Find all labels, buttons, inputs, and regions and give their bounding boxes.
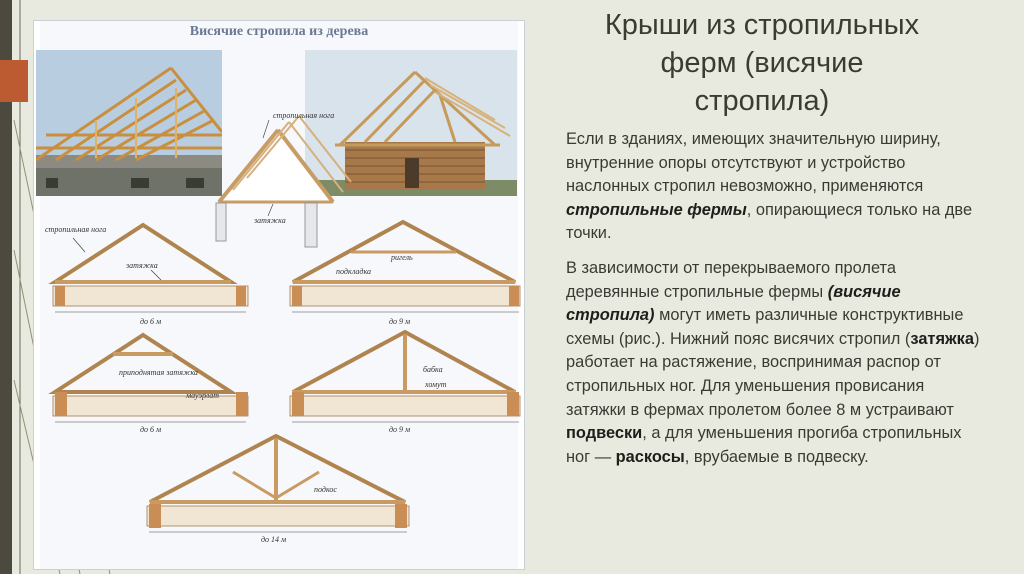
left-band <box>0 0 12 574</box>
label-clamp: хомут <box>424 380 447 389</box>
p2-text-c: могут иметь различные конструктивные схе… <box>566 306 964 348</box>
p2-term-hanging: (висячие стропила) <box>566 282 901 325</box>
truss-diagram-1: стропильная нога затяжка до 6 м <box>45 222 249 326</box>
truss-diagram-5: подкос до 14 м <box>146 433 410 544</box>
truss-diagrams: стропильная нога затяжка стропильная ног… <box>45 111 521 544</box>
slide-title: Крыши из стропильных ферм (висячие строп… <box>548 6 976 120</box>
label-crossbar: ригель <box>390 253 413 262</box>
label-rafter-leg-photo: стропильная нога <box>273 111 334 120</box>
truss-diagram-3: приподнятая затяжка мауэрлат до 6 м <box>48 332 249 434</box>
label-rafter-leg: стропильная нога <box>45 225 106 234</box>
p2-text-a: В зависимости от перекрываемого пролета … <box>566 258 896 301</box>
truss-3d-sketch: стропильная нога затяжка <box>215 111 352 248</box>
p1-term: стропильные фермы <box>566 200 747 219</box>
paragraph-1: Если в зданиях, имеющих значительную шир… <box>566 128 986 246</box>
label-span-5: до 14 м <box>261 535 286 544</box>
title-line-2: ферм (висячие <box>660 47 864 79</box>
label-mauerlat: мауэрлат <box>185 391 219 400</box>
p2-term-hangers: подвески <box>566 424 643 443</box>
figure-title: Висячие стропила из дерева <box>189 24 369 39</box>
p1-text-a: Если в зданиях, имеющих значительную шир… <box>566 130 941 196</box>
label-span-1: до 6 м <box>140 317 161 326</box>
p2-text-e: ) работает на растяжение, воспринимая ра… <box>566 329 980 419</box>
truss-diagram-2: ригель подкладка до 9 м <box>289 219 521 326</box>
label-span-3: до 6 м <box>140 425 161 434</box>
accent-block <box>0 60 28 102</box>
p2-term-braces: раскосы <box>615 447 685 466</box>
label-tie-photo: затяжка <box>253 216 286 225</box>
label-brace-beam: подкладка <box>336 267 371 276</box>
title-line-3: стропила) <box>694 85 830 117</box>
truss-diagram-4: бабка хомут до 9 м <box>289 329 521 434</box>
p2-text-i: , врубаемые в подвеску. <box>684 447 869 466</box>
label-span-4: до 9 м <box>389 425 410 434</box>
label-strut: подкос <box>314 485 337 494</box>
label-span-2: до 9 м <box>389 317 410 326</box>
p1-text-c: , опирающиеся только на две точки. <box>566 200 973 243</box>
title-line-1: Крыши из стропильных <box>604 9 920 41</box>
p2-text-g: , а для уменьшения прогиба стропильных н… <box>566 424 962 466</box>
label-tie-1: затяжка <box>125 261 158 270</box>
label-king-post: бабка <box>423 365 443 374</box>
paragraph-2: В зависимости от перекрываемого пролета … <box>566 257 986 469</box>
photo-log-house <box>305 50 517 196</box>
label-raised-tie: приподнятая затяжка <box>119 368 198 377</box>
slide-body: Если в зданиях, имеющих значительную шир… <box>566 128 986 480</box>
photo-truss-house <box>36 50 222 196</box>
p2-term-tie: затяжка <box>910 329 974 348</box>
